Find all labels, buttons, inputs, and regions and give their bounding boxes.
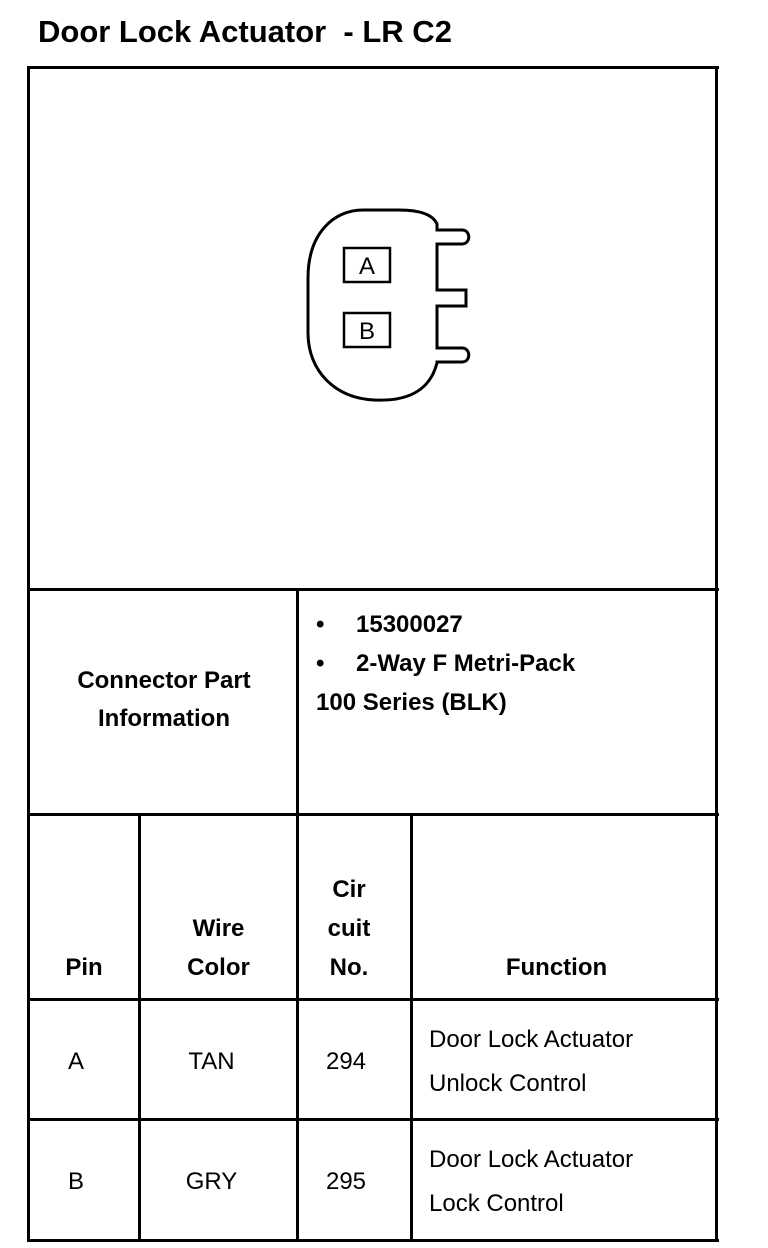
part-number: 15300027 [356,611,463,638]
part-info-item: • 2-Way F Metri-Pack [316,644,575,683]
divider-info-col [296,588,299,1242]
bullet-icon: • [316,650,325,677]
frame-right [715,66,718,1242]
divider-header [27,998,719,1001]
connector-series: 100 Series (BLK) [316,689,507,716]
divider-circuit-col [410,813,413,1242]
header-circuit-line2: cuit [327,915,371,942]
cavity-b-box [342,311,392,349]
divider-info [27,813,719,816]
row-b-pin: B [67,1168,84,1195]
part-info-item: 100 Series (BLK) [316,683,575,722]
row-b-function-line2: Lock Control [429,1190,564,1217]
header-function-label: Function [505,954,608,981]
connector-type: 2-Way F Metri-Pack [356,650,576,677]
connector-diagram: A B [306,208,471,402]
header-circuit-line1: Cir [332,876,366,903]
row-b-circuit: 295 [325,1168,367,1195]
frame-top [27,66,719,69]
row-a-pin: A [67,1048,84,1075]
header-circuit-line3: No. [329,954,369,981]
cavity-a-box [342,246,392,284]
row-a-function-line1: Door Lock Actuator [429,1026,634,1053]
row-a-circuit: 294 [325,1048,367,1075]
divider-diagram [27,588,719,591]
info-label-line1: Connector Part [77,667,251,694]
row-b-wire-color: GRY [185,1168,238,1195]
row-b-function-line1: Door Lock Actuator [429,1146,634,1173]
part-info-item: • 15300027 [316,605,575,644]
header-function: Function [413,948,700,987]
header-color-label: Color [187,954,250,981]
divider-pin-col [138,813,141,1242]
row-a-function: Door Lock Actuator Unlock Control [429,1018,633,1106]
header-pin: Pin [30,948,138,987]
header-wire-label: Wire [192,915,245,942]
header-pin-label: Pin [65,954,103,981]
info-label-line2: Information [98,705,230,732]
header-wire-color: Wire Color [141,909,296,987]
row-a-function-line2: Unlock Control [429,1070,587,1097]
bullet-icon: • [316,611,325,638]
row-a-wire-color: TAN [188,1048,235,1075]
connector-part-info-label: Connector Part Information [31,662,297,738]
connector-part-info-list: • 15300027 • 2-Way F Metri-Pack 100 Series… [316,605,575,722]
frame-bottom [27,1239,719,1242]
divider-row-a [27,1118,719,1121]
page-title: Door Lock Actuator - LR C2 [38,14,452,49]
frame-left [27,66,30,1242]
cavity-a-label: A [359,253,375,280]
cavity-b-label: B [359,318,375,345]
connector-outline [306,208,471,402]
row-b-function: Door Lock Actuator Lock Control [429,1138,633,1226]
header-circuit: Cir cuit No. [299,870,399,987]
